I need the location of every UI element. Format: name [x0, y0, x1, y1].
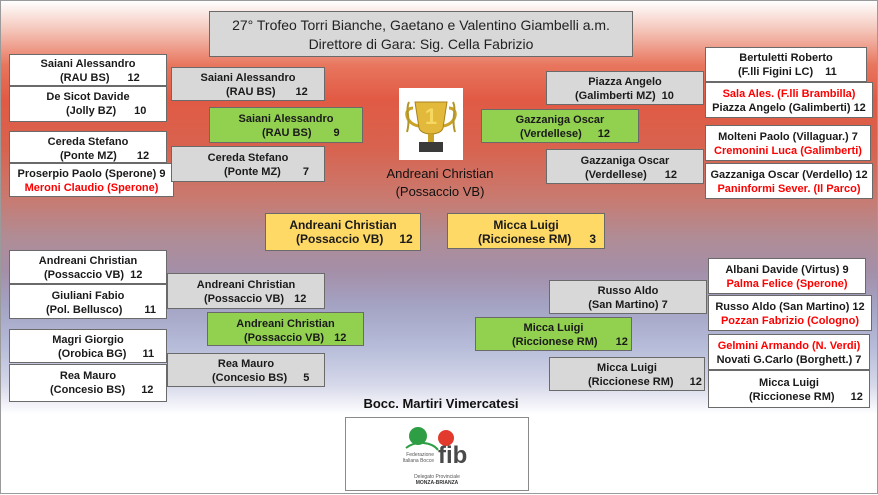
left-r2-match-4: Rea Mauro (Concesio BS)5: [167, 353, 325, 387]
right-r1-match-3: Molteni Paolo (Villaguar.) 7 Cremonini L…: [705, 125, 871, 161]
right-r2-match-4: Micca Luigi (Riccionese RM)12: [549, 357, 705, 391]
right-r3-match-2: Micca Luigi (Riccionese RM)12: [475, 317, 632, 351]
left-r2-match-3: Andreani Christian (Possaccio VB)12: [167, 273, 325, 309]
right-r1-match-5: Albani Davide (Virtus) 9 Palma Felice (S…: [708, 258, 866, 294]
left-r1-match-7: Magri Giorgio (Orobica BG)11: [9, 329, 167, 363]
svg-text:1: 1: [425, 104, 437, 129]
right-r1-match-8: Micca Luigi (Riccionese RM)12: [708, 370, 870, 408]
right-r1-match-7: Gelmini Armando (N. Verdi) Novati G.Carl…: [708, 334, 870, 370]
fib-logo-icon: [405, 427, 454, 451]
right-r3-match-1: Gazzaniga Oscar (Verdellese)12: [481, 109, 639, 143]
left-finalist: Andreani Christian (Possaccio VB)12: [265, 213, 421, 251]
right-r1-match-4: Gazzaniga Oscar (Verdello) 12 Paninformi…: [705, 163, 873, 199]
left-r3-match-1: Saiani Alessandro (RAU BS)9: [209, 107, 363, 143]
right-r2-match-2: Gazzaniga Oscar (Verdellese)12: [546, 149, 704, 184]
fib-logo-line3: Delegato Provinciale: [414, 474, 460, 480]
left-r1-match-6: Giuliani Fabio (Pol. Bellusco)11: [9, 284, 167, 319]
right-r1-match-6: Russo Aldo (San Martino) 12 Pozzan Fabri…: [708, 295, 872, 331]
right-r1-match-2: Sala Ales. (F.lli Brambilla) Piazza Ange…: [705, 82, 873, 118]
race-director: Direttore di Gara: Sig. Cella Fabrizio: [308, 36, 534, 52]
left-r1-match-5: Andreani Christian (Possaccio VB)12: [9, 250, 167, 284]
left-r3-match-2: Andreani Christian (Possaccio VB)12: [207, 312, 364, 346]
champion-club: (Possaccio VB): [395, 184, 485, 199]
left-r1-match-1: Saiani Alessandro (RAU BS)12: [9, 54, 167, 86]
fib-logo-line4: MONZA-BRIANZA: [415, 480, 459, 486]
right-finalist: Micca Luigi (Riccionese RM)3: [447, 213, 605, 249]
fib-logo-line2: Italiana Bocce: [402, 458, 434, 464]
champion-name: Andreani Christian: [386, 166, 494, 181]
right-r2-match-1: Piazza Angelo (Galimberti MZ)10: [546, 71, 704, 105]
fib-logo: fib Federazione Italiana Bocce Delegato …: [345, 417, 529, 491]
left-r1-match-2: De Sicot Davide (Jolly BZ)10: [9, 86, 167, 122]
right-r1-match-1: Bertuletti Roberto (F.lli Figini LC)11: [705, 47, 867, 82]
tournament-title-box: 27° Trofeo Torri Bianche, Gaetano e Vale…: [209, 11, 633, 57]
left-r1-match-8: Rea Mauro (Concesio BS)12: [9, 364, 167, 402]
tournament-title: 27° Trofeo Torri Bianche, Gaetano e Vale…: [232, 17, 610, 33]
fib-logo-brand: fib: [438, 442, 468, 469]
left-r2-match-1: Saiani Alessandro (RAU BS)12: [171, 67, 325, 101]
right-r2-match-3: Russo Aldo (San Martino) 7: [549, 280, 707, 314]
champion-label: Andreani Christian (Possaccio VB): [357, 165, 523, 201]
left-r1-match-3: Cereda Stefano (Ponte MZ)12: [9, 131, 167, 163]
venue-label: Bocc. Martiri Vimercatesi: [363, 396, 519, 411]
trophy-icon: 1: [399, 88, 463, 160]
fib-logo-line1: Federazione: [406, 452, 434, 458]
left-r2-match-2: Cereda Stefano (Ponte MZ)7: [171, 146, 325, 182]
left-r1-match-4: Proserpio Paolo (Sperone) 9 Meroni Claud…: [9, 163, 174, 197]
